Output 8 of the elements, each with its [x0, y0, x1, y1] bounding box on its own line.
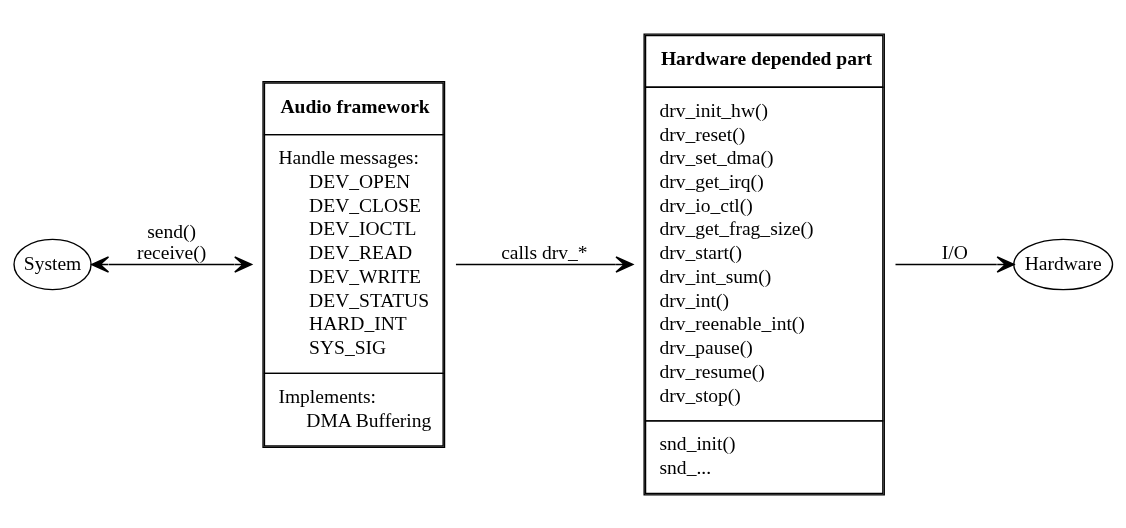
arrow — [455, 255, 634, 273]
arrow — [91, 255, 253, 273]
edge-label: calls drv_* — [501, 241, 588, 263]
node-ellipse: System — [13, 238, 92, 290]
arrow — [894, 255, 1015, 273]
node-ellipse: Hardware — [1013, 238, 1114, 290]
edge-label: send() receive() — [136, 220, 207, 263]
edge-label: I/O — [941, 241, 968, 263]
